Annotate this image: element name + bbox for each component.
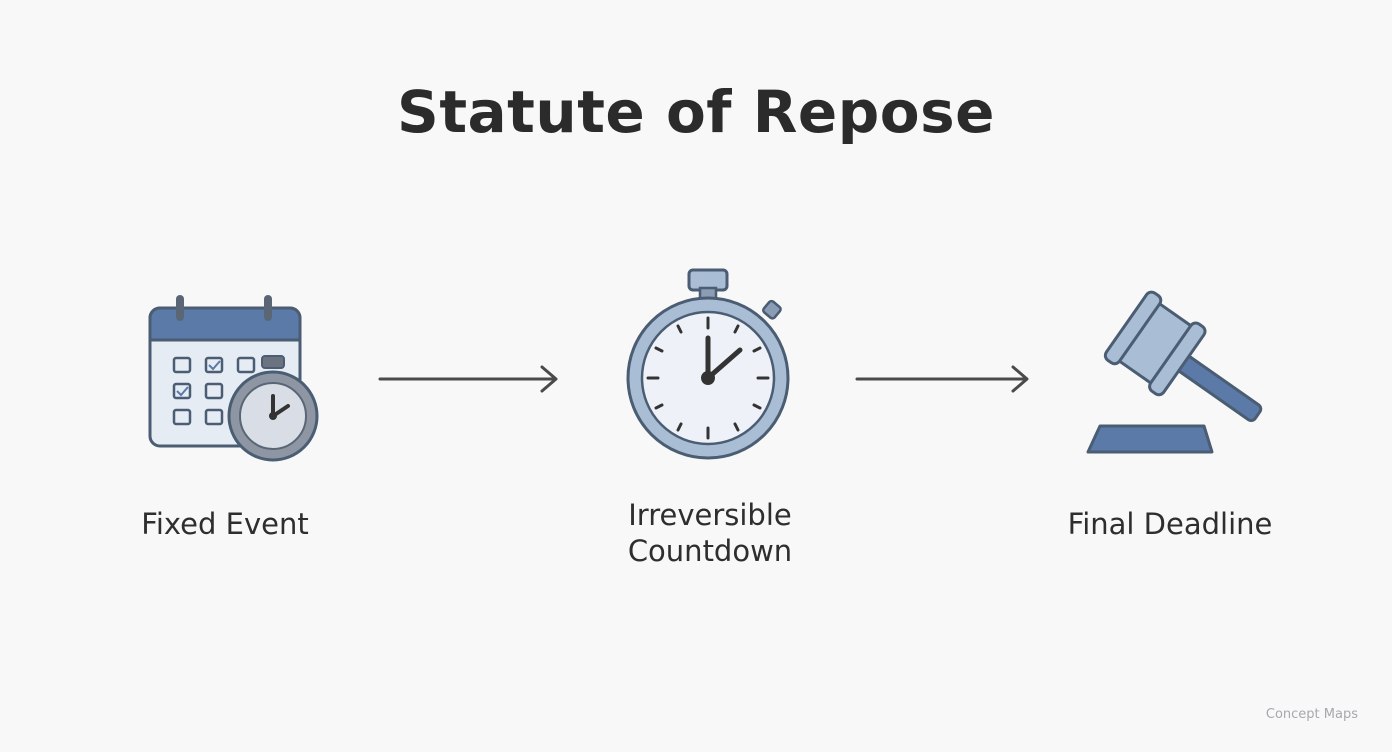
- step-label-irreversible-countdown: Irreversible Countdown: [560, 497, 860, 569]
- step-label-line-2: Countdown: [627, 534, 793, 568]
- step-label-final-deadline: Final Deadline: [1067, 507, 1273, 541]
- stopwatch-icon: [620, 266, 800, 466]
- diagram-title: Statute of Repose: [397, 78, 995, 146]
- step-label-line-1: Irreversible: [628, 498, 792, 532]
- arrow-1: [378, 364, 563, 398]
- arrow-2: [855, 364, 1035, 398]
- calendar-clock-icon: [140, 290, 330, 470]
- step-label-fixed-event: Fixed Event: [141, 507, 309, 541]
- gavel-icon: [1080, 282, 1280, 462]
- watermark: Concept Maps: [1265, 707, 1358, 722]
